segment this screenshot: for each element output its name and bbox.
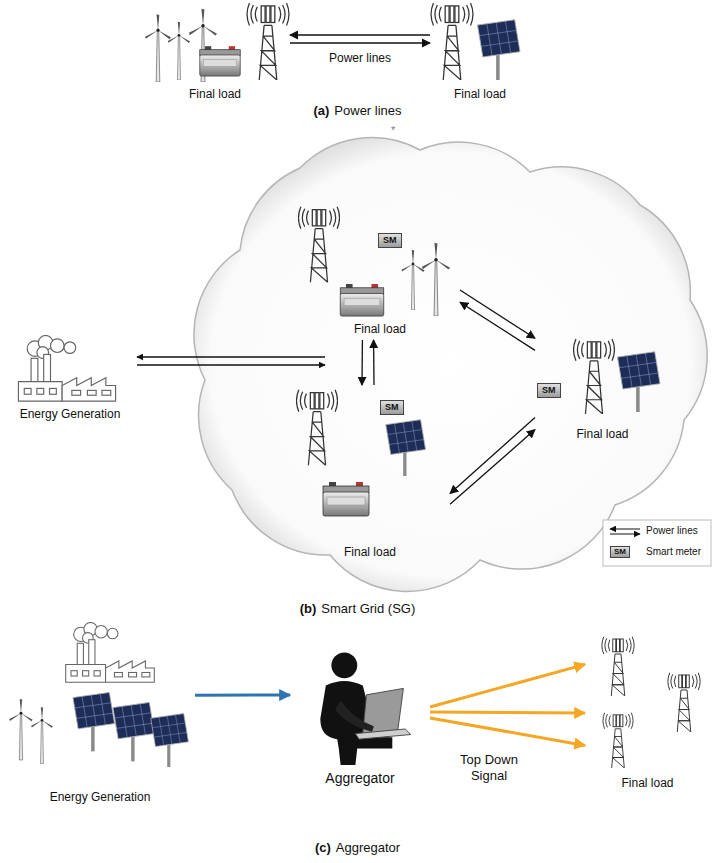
legend-line-sample bbox=[610, 529, 640, 530]
caption-letter: (a) bbox=[313, 103, 329, 119]
solar-panel bbox=[151, 714, 189, 767]
power-line-arrow bbox=[361, 340, 363, 385]
aggregator-figure bbox=[320, 652, 410, 765]
power-line-arrow bbox=[430, 664, 585, 707]
power-line-arrow bbox=[450, 430, 535, 505]
cell-tower bbox=[574, 339, 615, 414]
caption-letter: (b) bbox=[300, 601, 317, 617]
node-label: Final load bbox=[344, 545, 396, 560]
node-label: SM bbox=[383, 235, 397, 246]
generation-node: Energy Generation bbox=[5, 330, 135, 425]
power-line-arrow bbox=[290, 34, 430, 35]
power-line-arrow bbox=[290, 42, 430, 43]
cell-tower bbox=[668, 673, 700, 732]
generation-node: Energy Generation bbox=[5, 620, 195, 808]
wind-turbine bbox=[422, 243, 450, 316]
node-label: Final load bbox=[621, 776, 673, 791]
solar-panel bbox=[113, 702, 155, 761]
solar-panel bbox=[386, 420, 426, 476]
power-plant bbox=[18, 335, 115, 401]
node-label: Energy Generation bbox=[50, 790, 151, 805]
power-line-arrow bbox=[460, 290, 535, 338]
power-plant bbox=[66, 622, 155, 682]
wind-turbine bbox=[31, 707, 53, 763]
power-line-arrow bbox=[195, 694, 290, 697]
final-load-node: Final load bbox=[140, 5, 290, 105]
cell-tower bbox=[603, 713, 633, 768]
power-line-arrow bbox=[137, 364, 325, 365]
smart-meter-box: SM bbox=[380, 400, 404, 415]
aggregator-node: Aggregator bbox=[290, 640, 430, 790]
panel-caption: (c) Aggregator bbox=[0, 840, 715, 856]
power-line-arrow bbox=[430, 718, 585, 745]
caption-text: Power lines bbox=[334, 103, 401, 119]
node-label: SM bbox=[542, 385, 556, 396]
smart-meter-box: SM bbox=[537, 383, 561, 398]
legend-frame bbox=[603, 520, 711, 566]
power-line-arrow bbox=[137, 356, 325, 357]
node-label: Energy Generation bbox=[20, 407, 121, 422]
final-load-node: Final load bbox=[290, 385, 450, 563]
cell-tower bbox=[298, 207, 339, 282]
legend-entry: Power lines bbox=[646, 525, 698, 537]
solar-panel bbox=[73, 692, 115, 751]
signal-label: Top Down Signal bbox=[446, 752, 532, 785]
legend-text: Smart meter bbox=[646, 546, 701, 558]
panel-caption: (b)Smart Grid (SG) bbox=[0, 601, 715, 617]
node-label: SM bbox=[385, 402, 399, 413]
solar-panel bbox=[618, 352, 661, 412]
caption-letter: (c) bbox=[315, 840, 331, 856]
node-label: Final load bbox=[354, 322, 406, 337]
cell-tower bbox=[431, 3, 473, 80]
wind-turbine bbox=[145, 14, 171, 82]
node-label: Final load bbox=[454, 87, 506, 102]
smart-meter-box: SM bbox=[378, 233, 402, 248]
asterisk-mark: * bbox=[391, 124, 395, 138]
battery bbox=[200, 46, 240, 76]
caption-text: Aggregator bbox=[336, 840, 400, 856]
final-load-node: Final load bbox=[585, 632, 710, 794]
edge-label: Power lines bbox=[327, 51, 393, 65]
wind-turbine bbox=[168, 22, 190, 80]
power-line-arrow bbox=[373, 340, 375, 385]
battery bbox=[340, 284, 383, 316]
cell-tower bbox=[247, 3, 289, 80]
legend-line-sample bbox=[610, 534, 640, 535]
final-load-node: Final load bbox=[430, 5, 530, 105]
node-label: Aggregator bbox=[325, 770, 394, 788]
legend-sm-sample: SM bbox=[610, 546, 630, 558]
panel-caption: (a) Power lines bbox=[0, 103, 715, 119]
final-load-node: Final load bbox=[300, 205, 460, 340]
power-line-arrow bbox=[450, 418, 535, 494]
solar-panel bbox=[478, 20, 521, 80]
node-label: Final load bbox=[576, 427, 628, 442]
wind-turbine bbox=[401, 250, 424, 310]
legend-entry: Smart meter bbox=[646, 546, 701, 558]
caption-text: Smart Grid (SG) bbox=[321, 601, 415, 617]
cell-tower bbox=[602, 637, 634, 696]
cell-tower bbox=[296, 390, 337, 465]
battery bbox=[323, 482, 369, 516]
power-line-arrow bbox=[430, 712, 585, 713]
legend-text: Power lines bbox=[646, 525, 698, 537]
wind-turbine bbox=[9, 699, 32, 760]
power-line-arrow bbox=[460, 302, 535, 350]
node-label: Final load bbox=[189, 87, 241, 102]
